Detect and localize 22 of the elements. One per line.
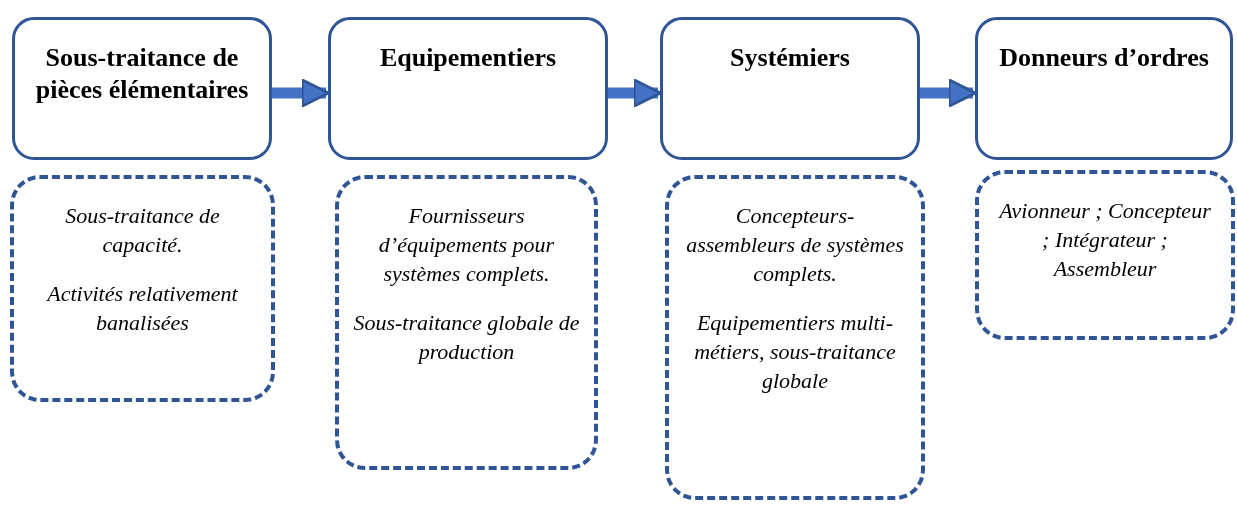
description-box [335, 175, 598, 470]
stage-title: Equipementiers [379, 42, 557, 74]
description-box [665, 175, 925, 500]
description-text: Activités relativement banalisées [45, 280, 239, 337]
arrow [272, 78, 330, 108]
description-text: Concepteurs-assembleurs de systèmes complets. [685, 202, 905, 288]
stage-box [975, 17, 1233, 160]
description-box [10, 175, 275, 402]
description-text: Sous-traitance globale de production [353, 309, 580, 366]
description-text: Sous-traitance de capacité. [64, 202, 221, 259]
description-text: Avionneur ; Concepteur ; Intégrateur ; Assembleur [997, 197, 1212, 283]
description-text: Fournisseurs d’équipements pour systèmes complets. [377, 202, 556, 288]
stage-box [12, 17, 272, 160]
stage-box [660, 17, 920, 160]
description-text: Equipementiers multi-métiers, sous-traitance globale [693, 309, 897, 395]
stage-title: Systémiers [730, 42, 850, 74]
arrow [920, 78, 977, 108]
stage-title: Sous-traitance de pièces élémentaires [34, 42, 250, 106]
arrow [608, 78, 662, 108]
description-box [975, 170, 1235, 340]
stage-title: Donneurs d’ordres [999, 42, 1209, 74]
stage-box [328, 17, 608, 160]
